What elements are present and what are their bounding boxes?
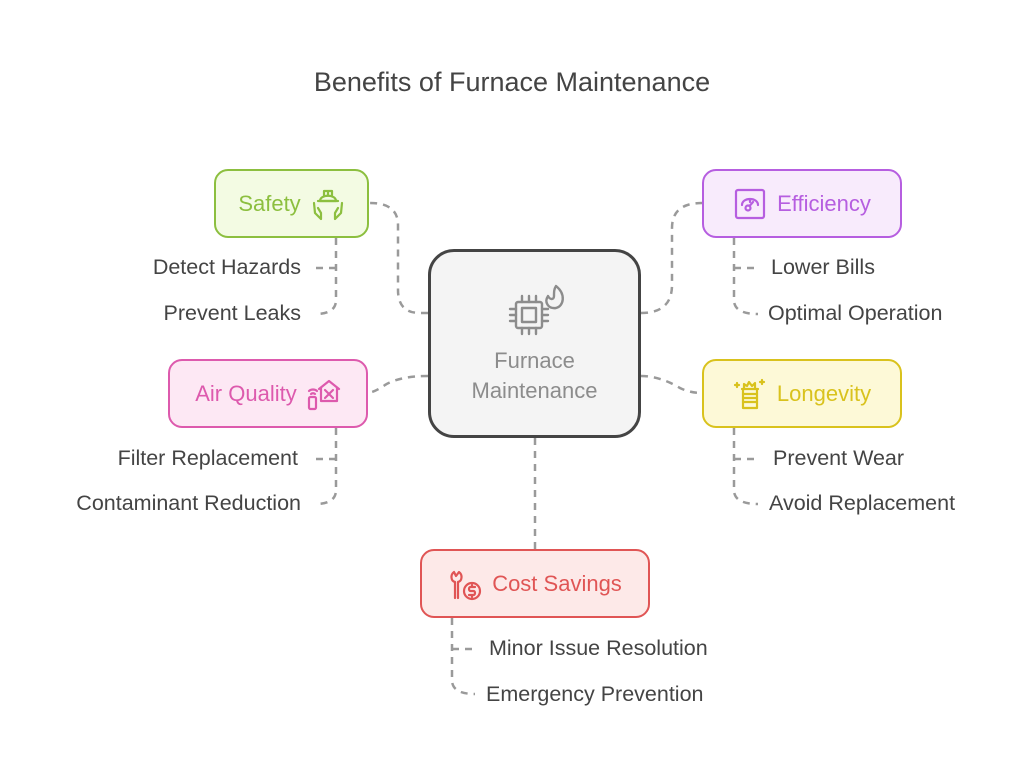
connector-efficiency: [640, 201, 703, 315]
center-label-line2: Maintenance: [471, 377, 598, 403]
node-efficiency[interactable]: Efficiency: [702, 169, 902, 238]
node-safety-label: Safety: [238, 190, 301, 216]
subitem-filter-replacement: Filter Replacement: [117, 446, 298, 470]
node-cost-savings-label: Cost Savings: [492, 570, 622, 596]
node-cost-savings[interactable]: Cost Savings: [420, 549, 650, 618]
wrench-dollar-icon: [448, 567, 482, 601]
connector-efficiency-items: [732, 238, 759, 316]
node-safety[interactable]: Safety: [214, 169, 369, 238]
node-efficiency-label: Efficiency: [777, 190, 871, 216]
connector-safety: [369, 201, 428, 315]
node-air-quality-label: Air Quality: [195, 380, 297, 406]
smart-home-fan-icon: [307, 377, 341, 411]
subitem-optimal-operation: Optimal Operation: [768, 301, 943, 325]
connector-air-quality: [367, 374, 429, 395]
connector-safety-items: [314, 238, 338, 316]
diagram-title: Benefits of Furnace Maintenance: [313, 67, 711, 97]
node-air-quality[interactable]: Air Quality: [168, 359, 368, 428]
subitem-lower-bills: Lower Bills: [771, 255, 875, 279]
subitem-minor-issue-resolution: Minor Issue Resolution: [489, 636, 708, 660]
subitem-prevent-wear: Prevent Wear: [773, 446, 905, 470]
chip-flame-icon: [500, 282, 570, 342]
sparkling-cylinder-icon: [733, 377, 767, 411]
center-node[interactable]: Furnace Maintenance: [428, 249, 641, 438]
connector-longevity: [640, 374, 703, 395]
subitem-contaminant-reduction: Contaminant Reduction: [76, 491, 301, 515]
node-longevity[interactable]: Longevity: [702, 359, 902, 428]
hardhat-hands-icon: [311, 187, 345, 221]
connector-cost-savings-items: [450, 618, 476, 696]
subitem-avoid-replacement: Avoid Replacement: [769, 491, 956, 515]
connector-air-quality-items: [314, 428, 338, 506]
subitem-detect-hazards: Detect Hazards: [152, 255, 301, 279]
center-label-line1: Furnace: [494, 347, 575, 373]
connector-longevity-items: [732, 428, 759, 506]
node-longevity-label: Longevity: [776, 380, 872, 406]
subitem-prevent-leaks: Prevent Leaks: [163, 301, 301, 325]
gauge-icon: [733, 187, 767, 221]
subitem-emergency-prevention: Emergency Prevention: [486, 682, 704, 706]
